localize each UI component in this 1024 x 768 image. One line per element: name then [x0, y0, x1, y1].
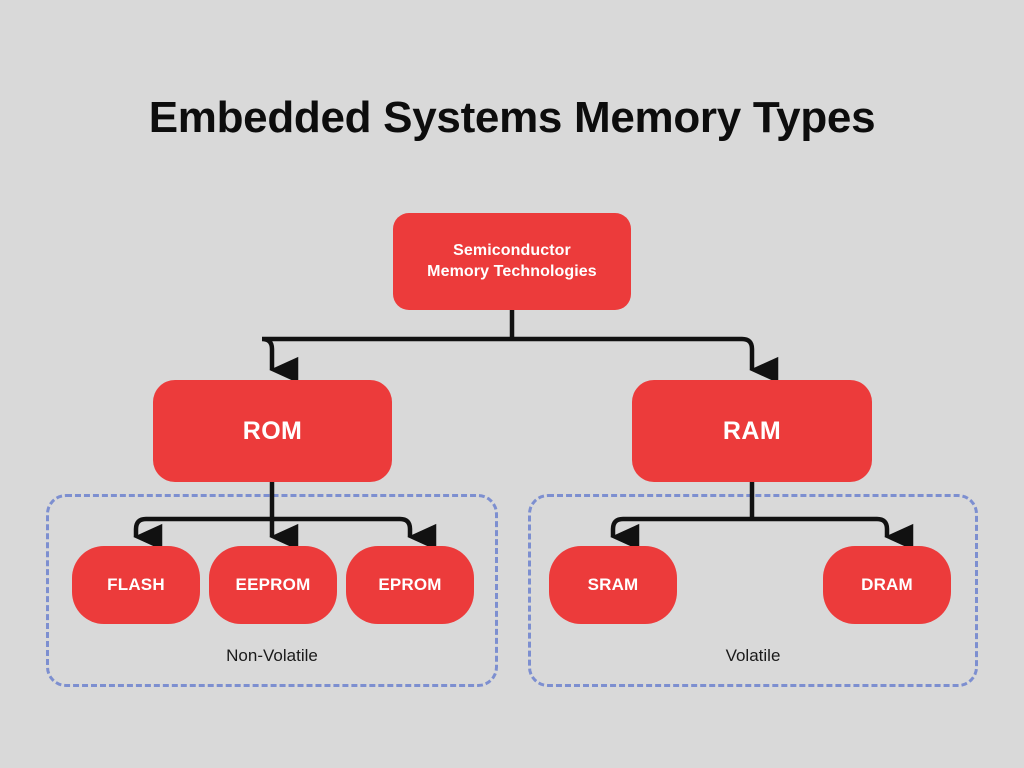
node-rom[interactable]: ROM [153, 380, 392, 482]
node-root-line1: Semiconductor [453, 242, 571, 260]
edge-root-to-ram [512, 336, 779, 384]
node-semiconductor-memory-technologies[interactable]: Semiconductor Memory Technologies [393, 213, 631, 310]
node-flash-label: FLASH [107, 575, 165, 595]
node-dram-label: DRAM [861, 575, 913, 595]
node-sram-label: SRAM [587, 575, 639, 595]
node-root-line2: Memory Technologies [427, 262, 597, 280]
node-dram[interactable]: DRAM [823, 546, 951, 624]
page-title: Embedded Systems Memory Types [148, 93, 876, 142]
edge-root-to-rom [261, 336, 512, 384]
node-eprom[interactable]: EPROM [346, 546, 474, 624]
node-ram-label: RAM [722, 417, 782, 445]
node-sram[interactable]: SRAM [549, 546, 677, 624]
group-label-non-volatile: Non-Volatile [226, 646, 318, 665]
node-eeprom[interactable]: EEPROM [209, 546, 337, 624]
node-ram[interactable]: RAM [632, 380, 872, 482]
node-rom-label: ROM [242, 417, 303, 445]
group-label-volatile: Volatile [725, 646, 781, 665]
node-eeprom-label: EEPROM [235, 575, 311, 595]
node-flash[interactable]: FLASH [72, 546, 200, 624]
node-eprom-label: EPROM [378, 575, 442, 595]
